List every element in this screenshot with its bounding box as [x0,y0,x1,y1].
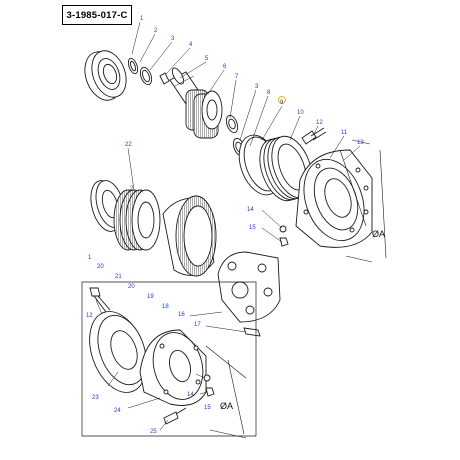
part-14-lower-screw [203,374,211,382]
part-2-ring [127,57,139,75]
callout-17: 17 [194,322,201,328]
part-15-lower-nut [205,387,215,397]
callout-18: 18 [162,304,169,310]
part-3-washer [139,66,153,86]
callout-24: 24 [114,408,121,414]
callout-15: 15 [249,225,256,231]
part-25-bolt [163,407,187,425]
callout-20: 20 [97,264,104,270]
part-17-bolt [243,327,261,337]
callout-2-middle: 2 [130,186,134,192]
part-23-seal-plate [89,311,147,393]
callout-1-middle: 1 [88,255,92,261]
callout-14: 14 [247,207,254,213]
callout-11: 11 [341,130,348,136]
lower-axis-label: ØA [220,401,233,411]
callout-12: 12 [316,120,323,126]
part-22-clutch-pack [113,189,161,251]
callout-1: 1 [140,16,144,22]
callout-19: 19 [147,294,154,300]
callout-21: 21 [115,274,122,280]
callout-8: 8 [267,90,271,96]
callout-3-lower: 3 [255,84,259,90]
callout-4: 4 [189,42,193,48]
callout-14-lower: 14 [187,392,194,398]
upper-axis-label: ØA [372,229,385,239]
drawing-reference-label: 3-1985-017-C [62,5,132,25]
callout-6: 6 [223,64,227,70]
callout-12-lower: 12 [86,313,93,319]
part-11-housing [295,149,373,248]
callout-5: 5 [205,56,209,62]
part-7-washer [225,114,239,134]
part-10-friction-discs [259,135,313,202]
part-12-bolt [301,127,327,145]
callout-9: 9 [280,100,284,106]
part-24-hub [139,329,207,406]
part-18-carrier [217,251,281,323]
selected-part-highlight [278,96,286,104]
callout-13: 13 [357,140,364,146]
callout-3: 3 [171,36,175,42]
part-6-gear [185,89,223,139]
callout-16: 16 [178,312,185,318]
callout-2: 2 [154,28,158,34]
lower-group-frame [81,281,257,437]
part-12-lower-bolt [89,287,111,313]
callout-20-second: 20 [128,284,135,290]
callout-10: 10 [297,110,304,116]
leader-lines [95,21,361,431]
lower-axis-dimension [205,345,247,439]
part-callouts: 1 2 3 4 5 6 7 3 8 9 10 12 11 13 14 15 22… [86,16,364,435]
part-4-pin [159,72,170,85]
part-19-ring-gear [162,195,217,277]
callout-23: 23 [92,395,99,401]
callout-7: 7 [235,74,239,80]
callout-22: 22 [125,142,132,148]
upper-axis-dimension [339,139,387,263]
callout-15-lower: 15 [204,405,211,411]
callout-25: 25 [150,429,157,435]
part-1-seal [84,50,127,101]
part-15-nut [279,237,289,247]
